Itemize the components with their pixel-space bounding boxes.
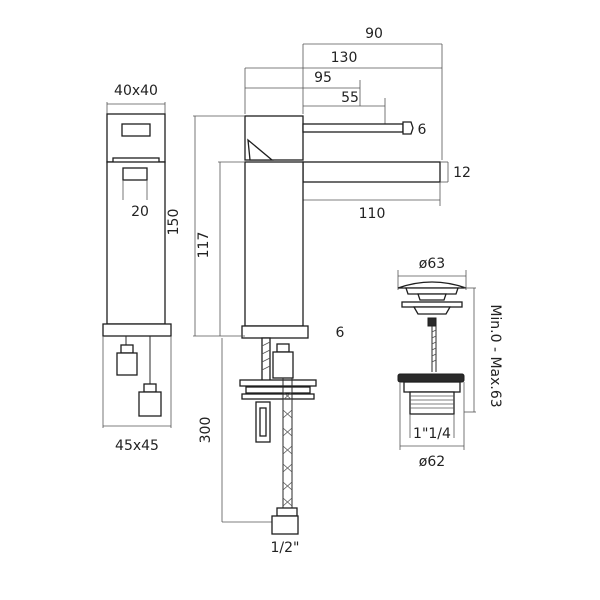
waste-plug <box>417 293 447 301</box>
tap-body <box>106 161 166 325</box>
label-dim-95: 95 <box>314 70 332 86</box>
waste-cap-rim <box>405 287 459 295</box>
thread-mark <box>261 357 271 363</box>
washer <box>245 386 311 394</box>
waste-nut <box>403 381 461 393</box>
fitting <box>143 383 157 393</box>
handle-wedge <box>247 138 274 161</box>
thread-mark <box>261 341 271 347</box>
label-dim-150: 150 <box>166 209 182 236</box>
base-plate <box>102 323 172 337</box>
label-connection: 1/2" <box>271 540 300 556</box>
fitting <box>276 343 290 353</box>
label-dim-55: 55 <box>341 90 359 106</box>
front-view: 40x40 20 45x45 <box>102 83 172 454</box>
braid-pattern <box>282 391 293 507</box>
spindle-thread <box>431 329 437 363</box>
label-dim-110: 110 <box>359 206 386 222</box>
waste-view: ø63 1"1/4 ø62 Min.0 - Max.63 <box>397 256 503 470</box>
fitting-nut <box>138 391 162 417</box>
thread-mark <box>261 349 271 355</box>
label-dim-117: 117 <box>196 232 212 259</box>
label-handle-offset: 20 <box>131 204 149 220</box>
label-base: 45x45 <box>115 438 159 454</box>
label-range: Min.0 - Max.63 <box>487 304 503 407</box>
label-spout-top: 40x40 <box>114 83 158 99</box>
label-dim-90: 90 <box>365 26 383 42</box>
side-view: 90 130 95 55 6 12 110 6 1 <box>166 26 471 556</box>
waste-cap <box>397 281 467 289</box>
waste-spring <box>427 317 437 327</box>
waste-thread-body <box>409 391 455 415</box>
tap-body-side <box>244 161 304 327</box>
label-top-diameter: ø63 <box>419 256 445 272</box>
label-dim-12: 12 <box>453 165 471 181</box>
spout-pipe <box>302 161 441 183</box>
symbol-top: 6 <box>418 122 427 138</box>
connector-nut <box>271 515 299 535</box>
fitting-nut <box>116 352 138 376</box>
waste-top-ring <box>397 373 465 383</box>
handle-lever <box>302 123 404 133</box>
label-dim-300: 300 <box>198 417 214 444</box>
label-thread: 1"1/4 <box>413 426 451 442</box>
label-bottom-diameter: ø62 <box>419 454 445 470</box>
base-plate-side <box>241 325 309 339</box>
washer <box>239 379 317 387</box>
spout-head <box>106 113 166 163</box>
waste-thread <box>410 395 454 409</box>
waste-flange <box>401 301 463 308</box>
thread-mark <box>261 365 271 371</box>
label-dim-130: 130 <box>331 50 358 66</box>
handle-recess <box>122 167 148 181</box>
spout-outlet <box>121 123 151 137</box>
fitting-nut <box>272 351 294 379</box>
fitting <box>120 344 134 354</box>
lock-nut-inner <box>259 407 267 437</box>
symbol-base: 6 <box>336 325 345 341</box>
connector-collar <box>276 507 298 517</box>
waste-seal <box>412 306 452 315</box>
lever-tip <box>402 121 414 135</box>
washer <box>241 393 315 400</box>
